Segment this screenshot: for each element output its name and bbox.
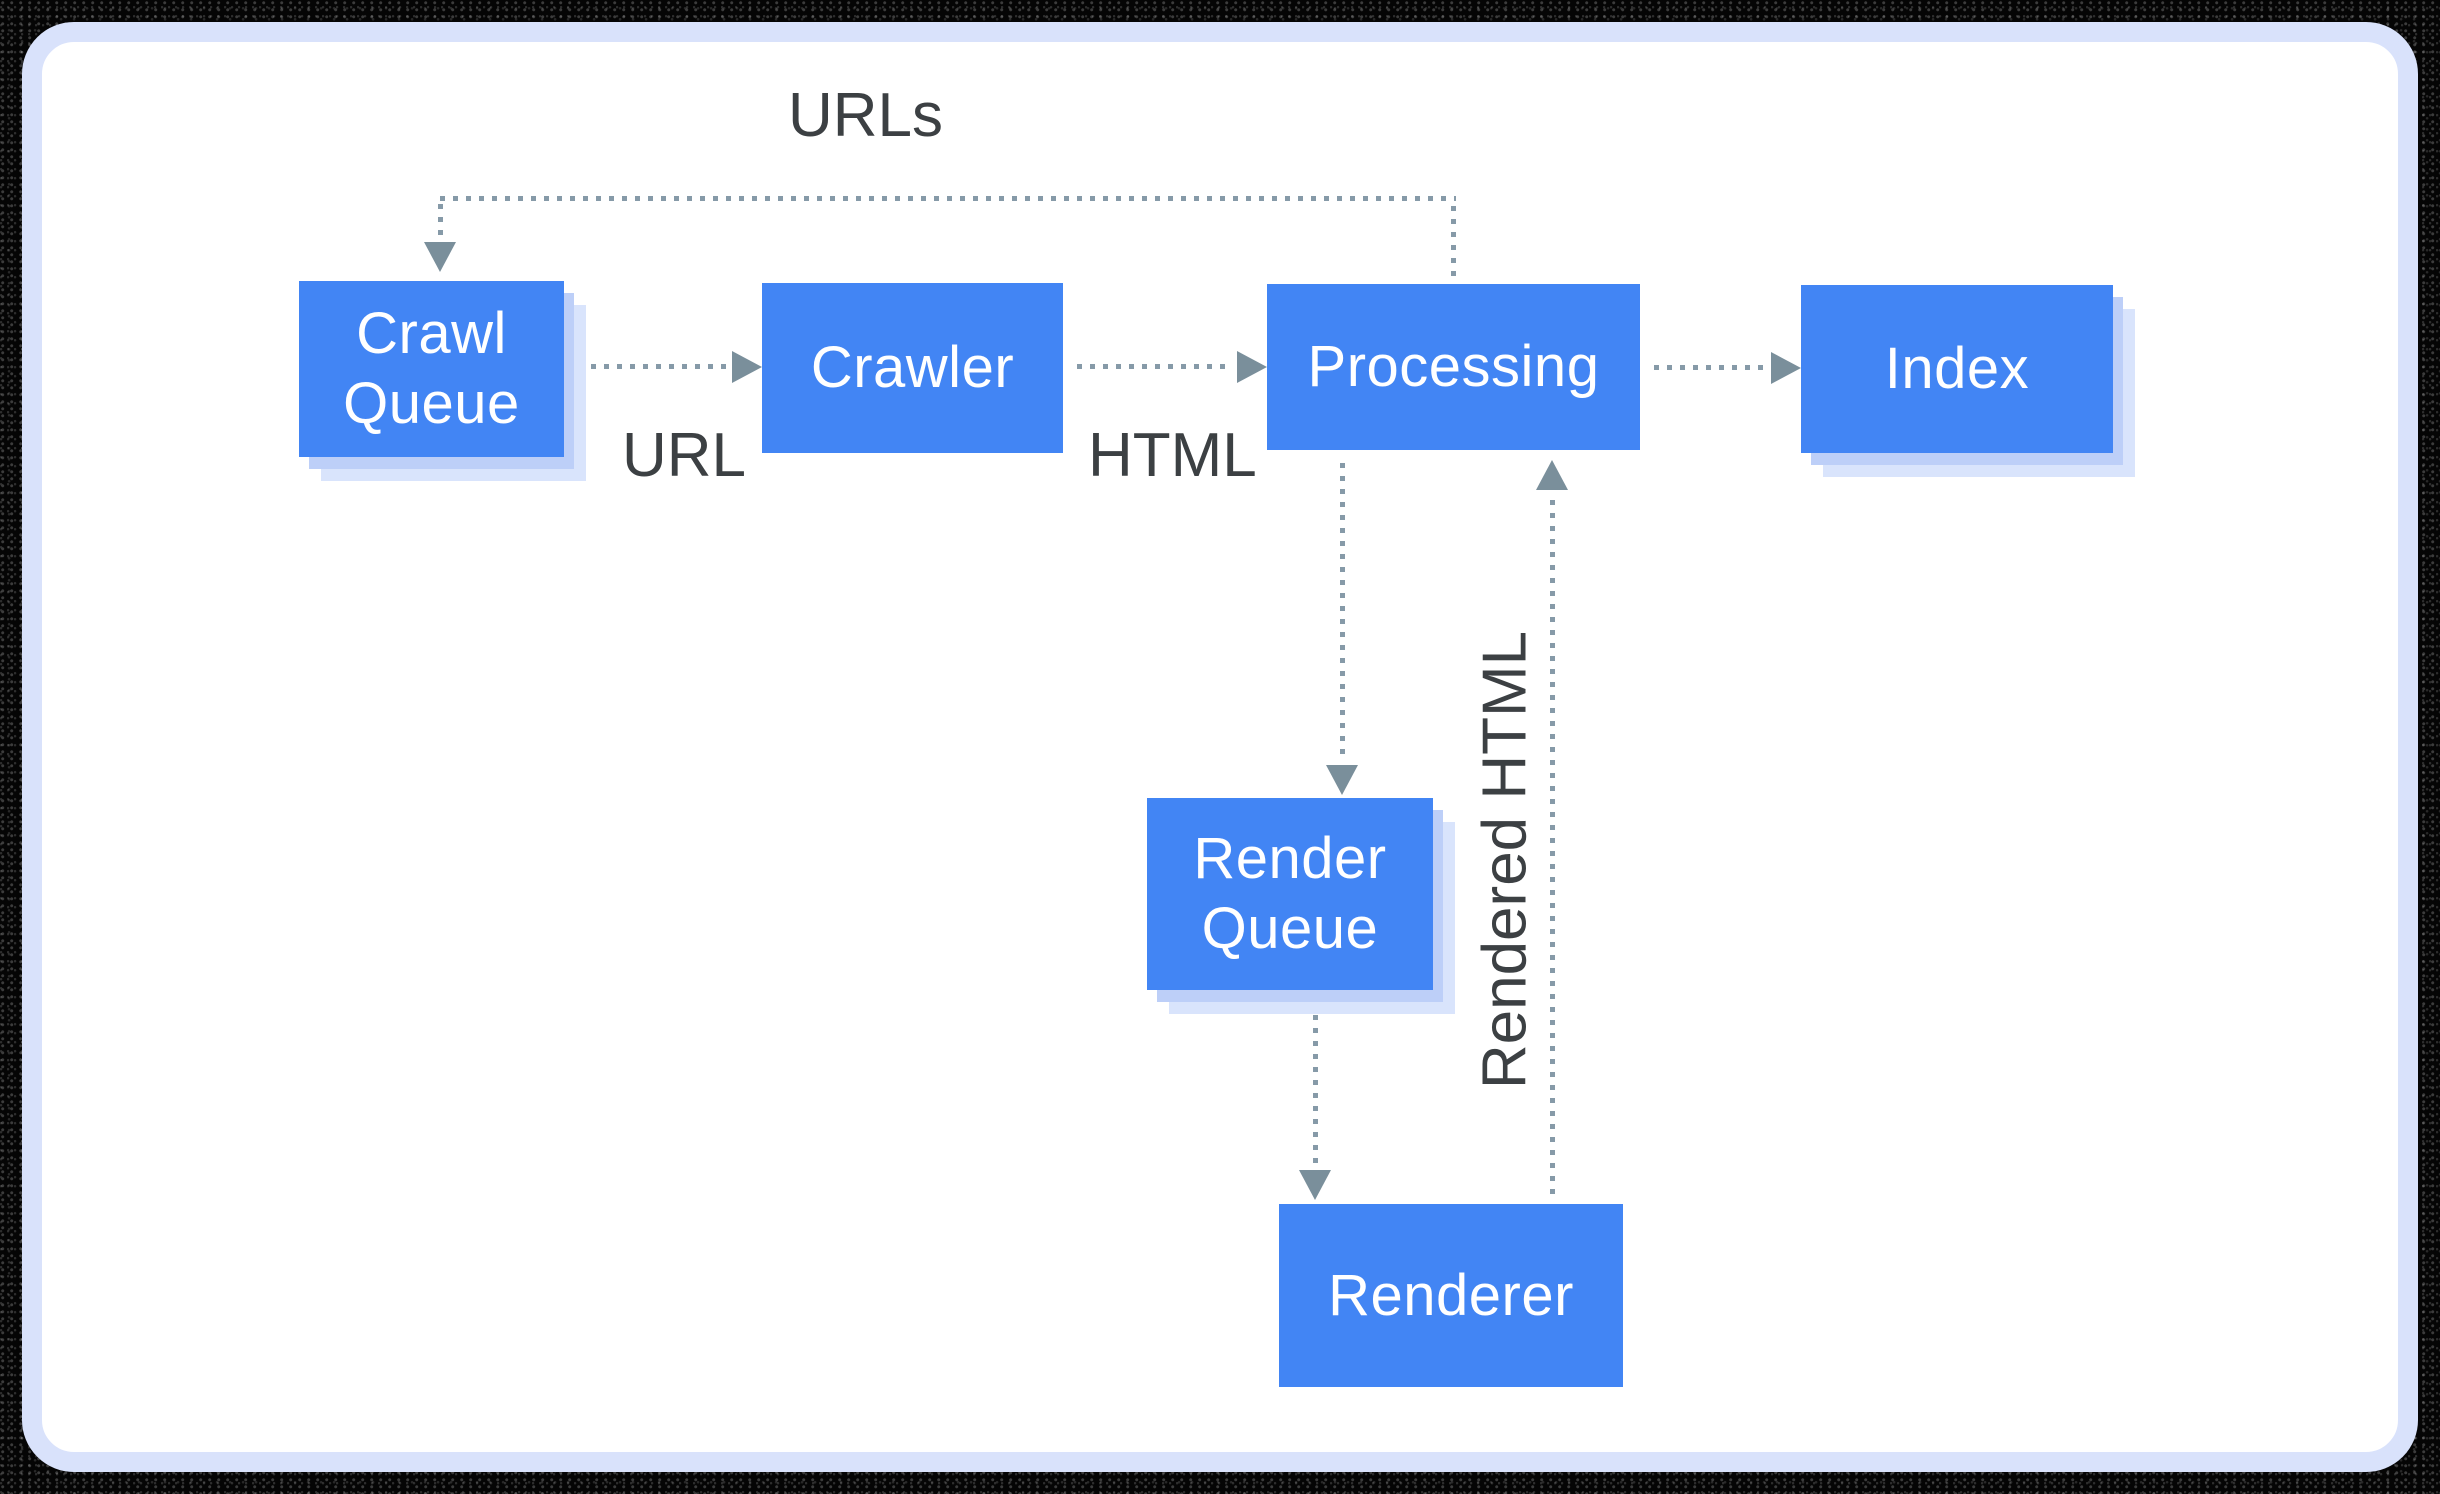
edge-crawler-to-processing-line [1077,364,1229,369]
node-renderer: Renderer [1279,1204,1623,1387]
edge-label-html: HTML [1088,421,1257,490]
node-renderer-label: Renderer [1328,1262,1574,1328]
edge-processing-to-index-line [1654,365,1764,370]
edge-label-rendered-html: Rendered HTML [1470,630,1540,1090]
node-render-queue-label: Render Queue [1193,826,1387,961]
crawl-queue-arrowhead-icon [424,242,456,272]
processing-arrowhead-icon [1237,351,1267,383]
node-crawler: Crawler [762,283,1063,453]
node-render-queue: Render Queue [1147,798,1433,990]
edge-renderer-to-processing-line [1550,500,1555,1200]
edge-processing-to-crawlqueue-top-line [440,196,1456,201]
edge-crawlqueue-to-crawler-line [578,364,728,369]
node-index-label: Index [1884,336,2030,402]
edge-processing-to-renderqueue-line [1340,463,1345,759]
node-crawl-queue-label: Crawl Queue [343,301,520,436]
edge-label-url: URL [622,421,747,490]
node-crawler-label: Crawler [810,335,1015,401]
node-crawl-queue: Crawl Queue [299,281,564,457]
edge-processing-to-crawlqueue-left-line [438,204,443,242]
processing-bottom-arrowhead-icon [1536,460,1568,490]
edge-label-urls: URLs [788,81,944,150]
edge-renderqueue-to-renderer-line [1313,1002,1318,1166]
node-processing: Processing [1267,284,1640,450]
node-index: Index [1801,285,2113,453]
render-queue-arrowhead-icon [1326,765,1358,795]
index-arrowhead-icon [1771,352,1801,384]
edge-processing-to-crawlqueue-right-line [1451,206,1456,282]
node-processing-label: Processing [1307,334,1600,400]
crawler-arrowhead-icon [732,351,762,383]
diagram-panel [22,22,2418,1472]
renderer-arrowhead-icon [1299,1170,1331,1200]
